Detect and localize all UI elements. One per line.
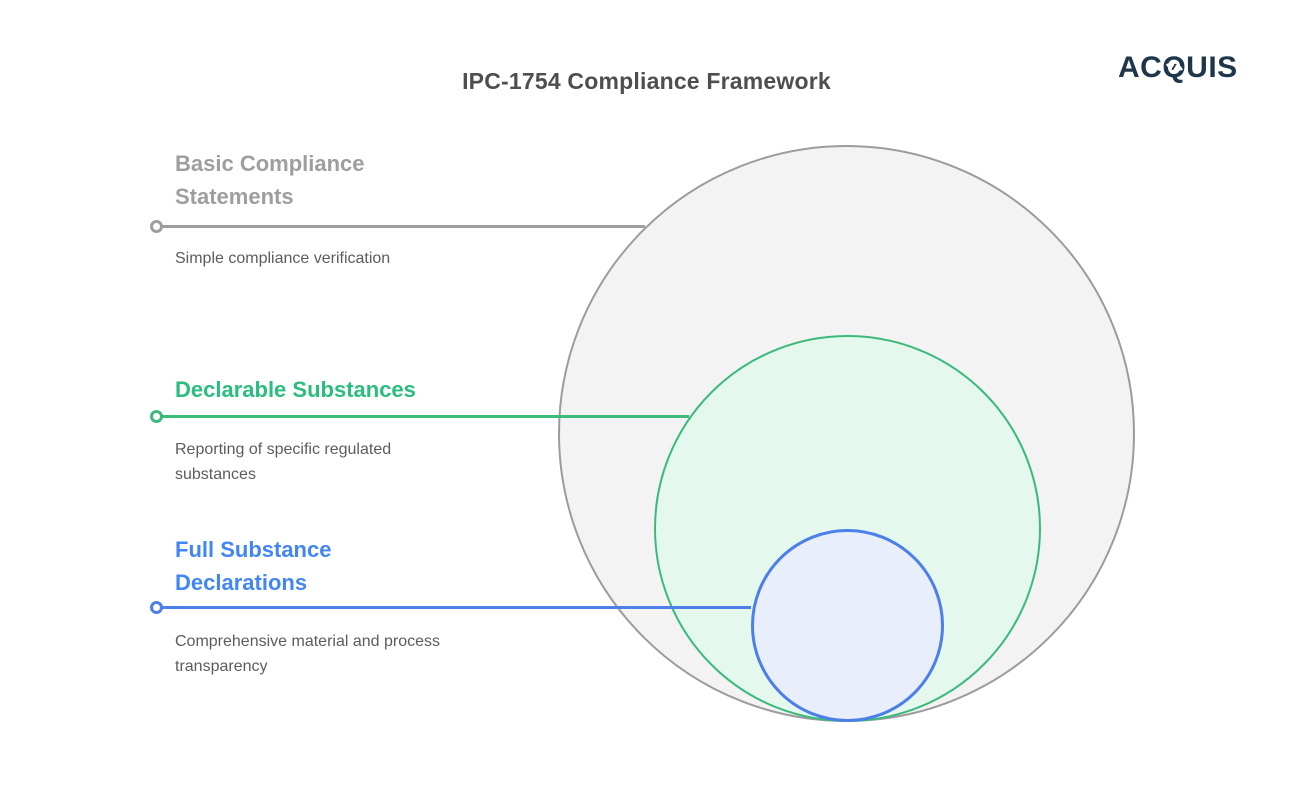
declarable-connector-ring-icon [150,410,163,423]
declarable-layer-title: Declarable Substances [175,377,416,402]
declarable-connector-line [162,415,689,418]
page-title: IPC-1754 Compliance Framework [462,68,831,94]
full-layer-title: Full Substance Declarations [175,537,332,595]
full-substance-circle [751,529,944,722]
basic-connector-line [162,225,645,228]
acquis-logo: ACQUIS [1118,51,1238,85]
full-connector-ring-icon [150,601,163,614]
basic-connector-ring-icon [150,220,163,233]
basic-layer-description: Simple compliance verification [175,250,391,267]
declarable-layer-description: Reporting of specific regulated substanc… [175,441,392,483]
basic-layer-title: Basic Compliance Statements [175,151,365,209]
full-connector-line [162,606,751,609]
full-layer-description: Comprehensive material and process trans… [175,633,441,675]
